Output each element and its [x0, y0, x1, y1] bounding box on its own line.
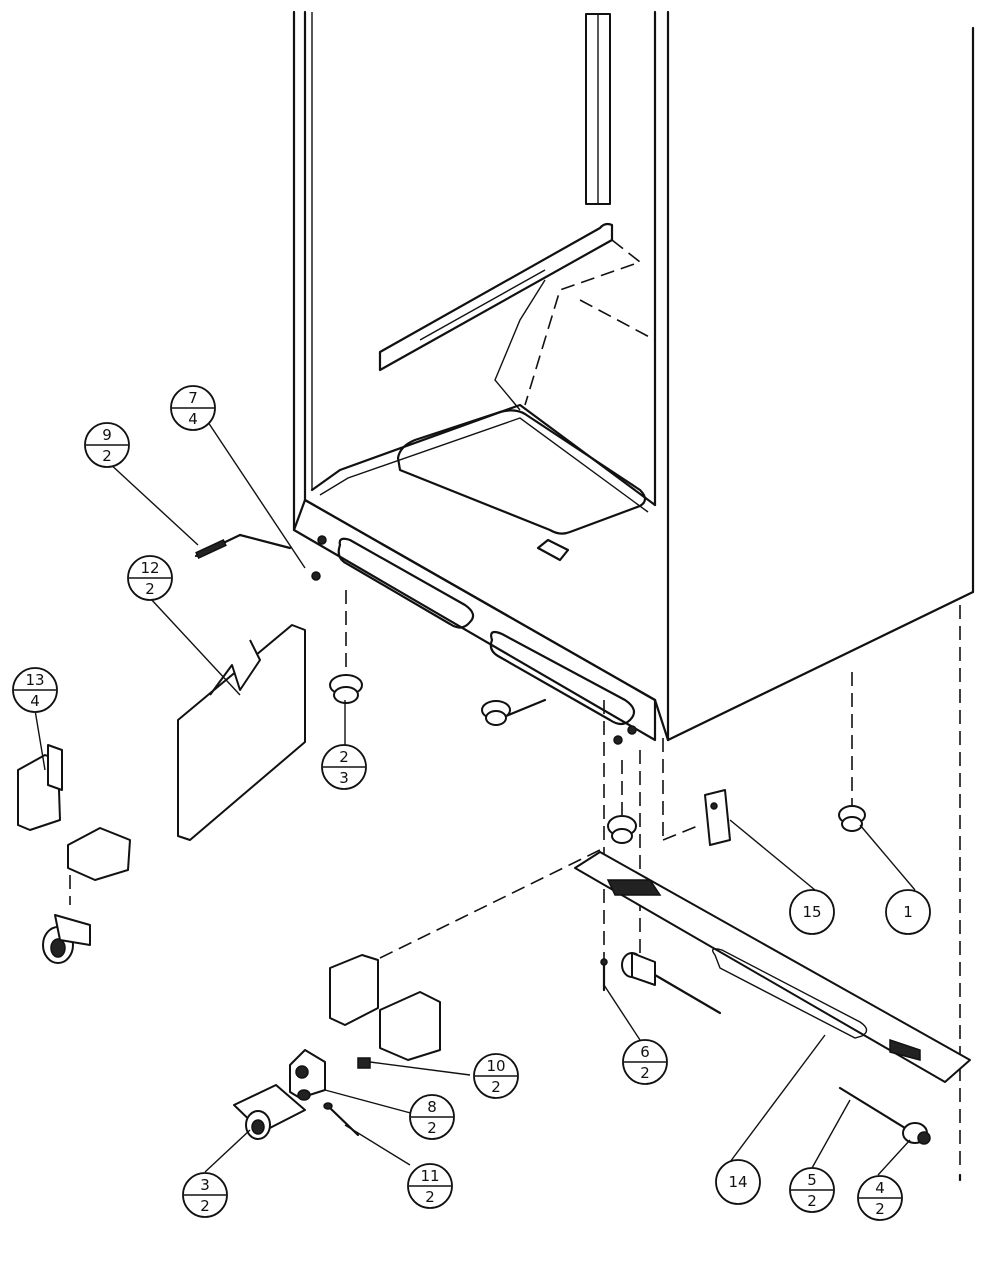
callout-number: 13: [25, 671, 44, 689]
callout-4: 42: [857, 1175, 903, 1221]
callout-10: 102: [473, 1053, 519, 1099]
callout-11: 112: [407, 1163, 453, 1209]
callout-circle: [789, 889, 835, 935]
callout-number: 4: [875, 1179, 885, 1197]
callout-number: 9: [102, 426, 112, 444]
callout-1: 1: [885, 889, 931, 935]
callout-8: 82: [409, 1094, 455, 1140]
callout-quantity: 2: [875, 1200, 885, 1218]
callout-5: 52: [789, 1167, 835, 1213]
callout-2: 23: [321, 744, 367, 790]
callout-number: 8: [427, 1098, 437, 1116]
callout-quantity: 2: [491, 1078, 501, 1096]
leveling-leg-left: [329, 674, 363, 704]
hinge-bracket-left: [17, 744, 131, 881]
callout-7: 74: [170, 385, 216, 431]
grille-panel-part: [177, 624, 306, 841]
callout-quantity: 2: [200, 1197, 210, 1215]
callout-number: 12: [140, 559, 159, 577]
callout-quantity: 2: [640, 1064, 650, 1082]
leveling-leg-front-center: [607, 815, 637, 844]
callout-number: 15: [802, 903, 821, 921]
leader-lines: [34, 394, 916, 1176]
hinge-bracket-center: [329, 954, 441, 1061]
callout-number: 6: [640, 1043, 650, 1061]
leveling-leg-center: [481, 698, 547, 726]
wire-harness-part: [194, 533, 292, 560]
bracket-part: [704, 789, 731, 846]
callout-12: 122: [127, 555, 173, 601]
knob-part: [902, 1122, 931, 1145]
callout-number: 7: [188, 389, 198, 407]
callout-circle: [715, 1159, 761, 1205]
cabinet-body: [292, 10, 975, 745]
callout-13: 134: [12, 667, 58, 713]
cylinder-part: [621, 952, 722, 1015]
callout-14: 14: [715, 1159, 761, 1205]
front-plate-part: [574, 851, 971, 1083]
roller-assembly-part: [289, 1049, 371, 1101]
callout-number: 14: [728, 1173, 747, 1191]
callout-number: 10: [486, 1057, 505, 1075]
callout-number: 2: [339, 748, 349, 766]
callout-quantity: 4: [30, 692, 40, 710]
callout-quantity: 3: [339, 769, 349, 787]
callout-15: 15: [789, 889, 835, 935]
callout-number: 1: [903, 903, 913, 921]
callout-quantity: 2: [145, 580, 155, 598]
callout-6: 62: [622, 1039, 668, 1085]
rod-part: [838, 1086, 907, 1130]
callout-number: 3: [200, 1176, 210, 1194]
callout-number: 11: [420, 1167, 439, 1185]
callout-number: 5: [807, 1171, 817, 1189]
callout-circle: [885, 889, 931, 935]
callout-quantity: 2: [102, 447, 112, 465]
callout-quantity: 2: [425, 1188, 435, 1206]
caster-center: [233, 1084, 306, 1140]
caster-left: [42, 914, 91, 964]
callout-quantity: 2: [427, 1119, 437, 1137]
callout-3: 32: [182, 1172, 228, 1218]
leveling-leg-right: [838, 805, 866, 832]
callout-quantity: 4: [188, 410, 198, 428]
callout-quantity: 2: [807, 1192, 817, 1210]
callout-9: 92: [84, 422, 130, 468]
